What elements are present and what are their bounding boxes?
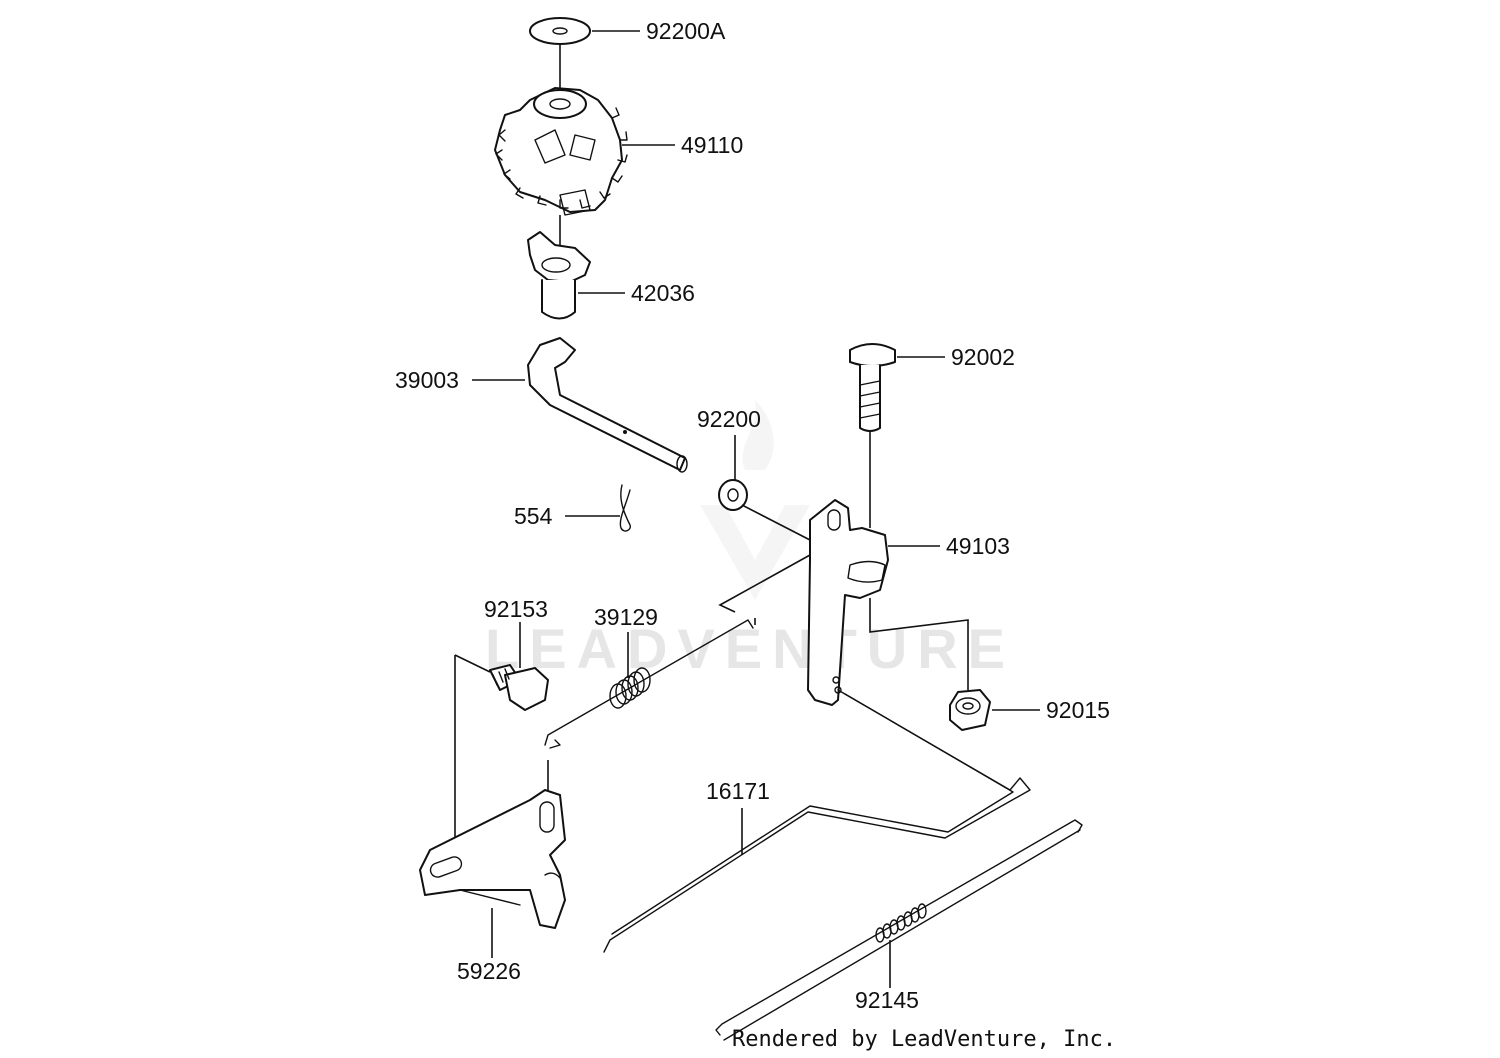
label-59226: 59226 — [457, 958, 521, 984]
part-labels: 92200A 49110 42036 39003 92002 92200 554… — [395, 18, 1110, 1013]
leader-lines — [472, 30, 1040, 988]
label-49110: 49110 — [681, 132, 743, 158]
label-92153: 92153 — [484, 596, 548, 622]
watermark: LEADVENTURE — [485, 400, 1015, 680]
label-554: 554 — [514, 503, 553, 529]
label-42036: 42036 — [631, 280, 695, 306]
part-screw — [489, 664, 549, 711]
part-spring-link — [715, 819, 1083, 1041]
part-spring-rod — [544, 619, 754, 749]
spring-coil-icon-2 — [875, 903, 927, 943]
label-39003: 39003 — [395, 367, 459, 393]
label-92002: 92002 — [951, 344, 1015, 370]
label-92015: 92015 — [1046, 697, 1110, 723]
part-governor-lever — [807, 499, 889, 706]
label-92200: 92200 — [697, 406, 761, 432]
part-governor-shaft — [527, 337, 688, 473]
label-49103: 49103 — [946, 533, 1010, 559]
part-washer-top — [529, 17, 591, 90]
part-governor-link — [603, 689, 1031, 953]
watermark-text: LEADVENTURE — [485, 617, 1015, 680]
render-credit: Rendered by LeadVenture, Inc. — [732, 1027, 1116, 1052]
part-bolt — [849, 343, 896, 432]
part-cotter-pin — [619, 484, 632, 532]
part-washer-shaft — [718, 479, 748, 511]
label-39129: 39129 — [594, 604, 658, 630]
label-92200A: 92200A — [646, 18, 726, 44]
part-control-bracket — [419, 789, 566, 929]
label-92145: 92145 — [855, 987, 919, 1013]
part-governor-sleeve — [527, 231, 591, 320]
spring-coil-icon — [609, 667, 651, 709]
part-nut — [949, 689, 991, 731]
label-16171: 16171 — [706, 778, 770, 804]
part-governor-gear — [494, 87, 628, 255]
watermark-logo-icon — [700, 400, 810, 600]
